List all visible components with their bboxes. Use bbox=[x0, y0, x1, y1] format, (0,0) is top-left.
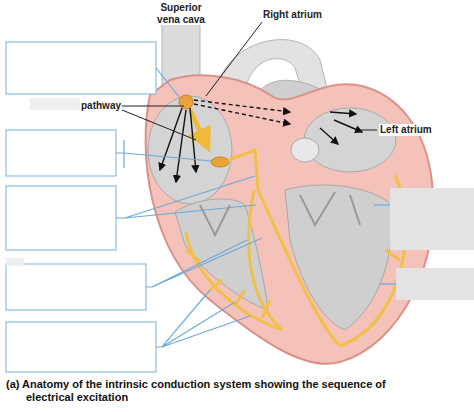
part-label: Left atrium bbox=[379, 124, 433, 136]
part-label: pathway bbox=[80, 100, 122, 112]
part-label: Superior vena cava bbox=[150, 2, 212, 25]
part-label: Right atrium bbox=[262, 9, 323, 21]
figure-caption: (a) Anatomy of the intrinsic conduction … bbox=[6, 378, 416, 404]
